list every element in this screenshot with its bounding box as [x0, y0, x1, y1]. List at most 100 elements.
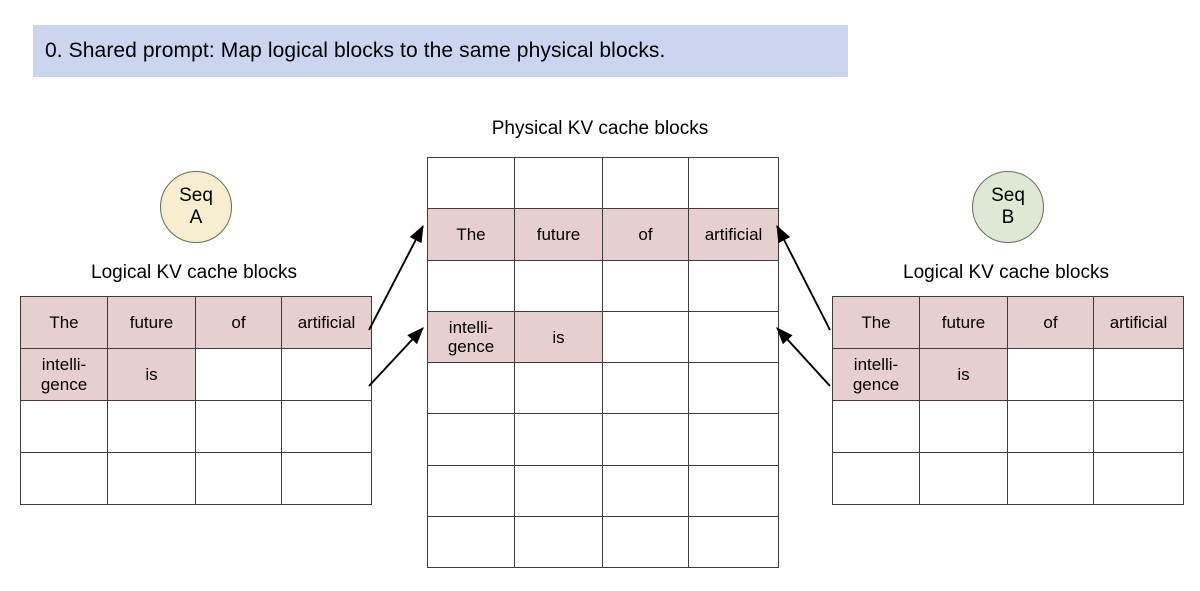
- arrow-right-block0-to-physical-row1: [776, 224, 831, 331]
- physical-cell-text: future: [536, 224, 581, 244]
- logical-right-cell-0-1: future: [919, 296, 1008, 349]
- physical-cell-4-3: [688, 362, 779, 415]
- logical-right-cell-3-1: [919, 452, 1008, 505]
- logical-right-row: [832, 452, 1184, 505]
- logical-right-cell-1-3: [1093, 348, 1184, 401]
- logical-kv-cache-caption-left: Logical KV cache blocks: [91, 262, 297, 283]
- physical-cell-0-3: [688, 156, 779, 210]
- logical-left-cell-text: is: [145, 364, 158, 384]
- logical-right-cell-text: gence: [852, 374, 900, 394]
- physical-cell-5-2: [602, 413, 689, 466]
- logical-left-cell-0-1: future: [107, 296, 196, 349]
- physical-cell-2-3: [688, 259, 779, 312]
- logical-right-cell-2-1: [919, 400, 1008, 453]
- logical-left-cell-text: The: [49, 312, 79, 332]
- logical-right-cell-3-2: [1007, 452, 1094, 505]
- physical-cell-6-2: [602, 464, 689, 518]
- physical-cell-text: artificial: [704, 224, 763, 244]
- logical-left-cell-2-2: [195, 400, 282, 453]
- seq-a-label-line1: Seq: [179, 185, 213, 207]
- physical-cell-4-2: [602, 362, 689, 415]
- physical-cell-2-0: [427, 259, 515, 312]
- physical-cell-3-0: intelli-gence: [427, 310, 515, 364]
- logical-table-left-body: The future of artificial intelli-gence is: [20, 296, 372, 505]
- logical-right-cell-text: of: [1043, 312, 1058, 332]
- physical-row: [427, 156, 779, 210]
- logical-left-cell-1-1: is: [107, 348, 196, 401]
- physical-cell-text: gence: [447, 337, 495, 357]
- physical-row: [427, 362, 779, 415]
- logical-left-cell-1-2: [195, 348, 282, 401]
- physical-row: [427, 516, 779, 569]
- logical-left-row: intelli-gence is: [20, 348, 372, 401]
- logical-left-cell-3-1: [107, 452, 196, 505]
- physical-cell-7-1: [514, 516, 603, 569]
- physical-cell-6-1: [514, 464, 603, 518]
- physical-kv-cache-table: The future of artificial intelli-gence is: [427, 156, 779, 569]
- logical-right-row: [832, 400, 1184, 453]
- physical-cell-text: The: [456, 224, 486, 244]
- logical-left-cell-3-3: [281, 452, 372, 505]
- physical-cell-6-0: [427, 464, 515, 518]
- logical-kv-cache-table-seq-a: The future of artificial intelli-gence is: [20, 296, 372, 505]
- physical-cell-5-1: [514, 413, 603, 466]
- logical-right-cell-0-0: The: [832, 296, 920, 349]
- logical-left-cell-0-0: The: [20, 296, 108, 349]
- physical-cell-0-0: [427, 156, 515, 210]
- physical-cell-text: intelli-: [448, 318, 494, 337]
- logical-right-cell-text: intelli-: [853, 355, 899, 375]
- logical-left-cell-0-3: artificial: [281, 296, 372, 349]
- logical-left-cell-text: future: [129, 312, 174, 332]
- logical-right-row: intelli-gence is: [832, 348, 1184, 401]
- physical-cell-1-1: future: [514, 208, 603, 261]
- arrow-right-block1-to-physical-row3: [776, 327, 831, 387]
- logical-right-cell-0-2: of: [1007, 296, 1094, 349]
- logical-left-cell-2-1: [107, 400, 196, 453]
- physical-cell-5-0: [427, 413, 515, 466]
- physical-row: [427, 259, 779, 312]
- physical-cell-1-0: The: [427, 208, 515, 261]
- seq-a-label-line2: A: [189, 207, 203, 228]
- logical-right-cell-3-3: [1093, 452, 1184, 505]
- physical-cell-7-0: [427, 516, 515, 569]
- physical-cell-2-2: [602, 259, 689, 312]
- seq-b-label-line1: Seq: [991, 185, 1025, 207]
- logical-left-cell-0-2: of: [195, 296, 282, 349]
- physical-cell-0-2: [602, 156, 689, 210]
- logical-right-cell-2-3: [1093, 400, 1184, 453]
- logical-right-cell-0-3: artificial: [1093, 296, 1184, 349]
- physical-cell-4-1: [514, 362, 603, 415]
- physical-table-body: The future of artificial intelli-gence is: [427, 156, 779, 569]
- logical-left-cell-text: intelli-: [41, 355, 87, 375]
- physical-cell-4-0: [427, 362, 515, 415]
- logical-right-cell-3-0: [832, 452, 920, 505]
- physical-cell-0-1: [514, 156, 603, 210]
- logical-left-cell-2-3: [281, 400, 372, 453]
- arrow-left-block0-to-physical-row1: [368, 224, 424, 331]
- physical-cell-3-2: [602, 310, 689, 364]
- logical-right-cell-1-0: intelli-gence: [832, 348, 920, 401]
- physical-row: intelli-gence is: [427, 310, 779, 364]
- logical-kv-cache-caption-right: Logical KV cache blocks: [903, 262, 1109, 283]
- logical-left-cell-2-0: [20, 400, 108, 453]
- physical-row: [427, 464, 779, 518]
- logical-left-cell-text: of: [231, 312, 246, 332]
- logical-right-cell-2-0: [832, 400, 920, 453]
- logical-right-cell-text: is: [957, 364, 970, 384]
- logical-left-cell-1-0: intelli-gence: [20, 348, 108, 401]
- seq-b-badge: Seq B: [972, 171, 1044, 243]
- physical-cell-text: is: [552, 327, 565, 347]
- physical-cell-1-3: artificial: [688, 208, 779, 261]
- logical-left-cell-3-2: [195, 452, 282, 505]
- seq-b-label-line2: B: [1001, 207, 1015, 228]
- logical-left-cell-text: gence: [40, 374, 88, 394]
- physical-row: The future of artificial: [427, 208, 779, 261]
- logical-left-cell-text: artificial: [297, 312, 356, 332]
- physical-row: [427, 413, 779, 466]
- logical-left-row: The future of artificial: [20, 296, 372, 349]
- physical-cell-text: of: [638, 224, 653, 244]
- logical-left-row: [20, 400, 372, 453]
- physical-cell-7-2: [602, 516, 689, 569]
